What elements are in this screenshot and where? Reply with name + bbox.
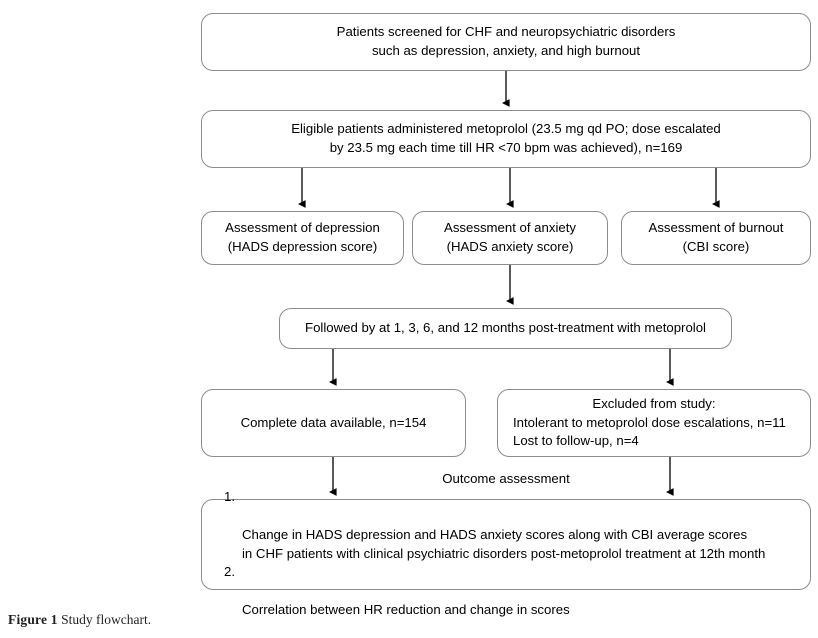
outcome-item-2-text: Correlation between HR reduction and cha… [242, 601, 570, 617]
figure-caption-label: Figure 1 [8, 612, 58, 627]
flow-node-followup-schedule: Followed by at 1, 3, 6, and 12 months po… [279, 308, 732, 349]
flow-node-outcome-assessment: Outcome assessment 1. Change in HADS dep… [201, 471, 811, 617]
flow-node-assessment-depression-label: Assessment of depression (HADS depressio… [225, 220, 380, 254]
outcome-item-1: 1. Change in HADS depression and HADS an… [224, 488, 800, 563]
outcome-title: Outcome assessment [442, 470, 570, 486]
outcome-item-1-text: Change in HADS depression and HADS anxie… [242, 526, 766, 561]
flow-node-assessment-burnout-label: Assessment of burnout (CBI score) [648, 220, 784, 254]
outcome-item-2-number: 2. [224, 564, 235, 580]
excluded-reason-intolerant: Intolerant to metoprolol dose escalation… [513, 414, 786, 430]
flow-node-complete-data-label: Complete data available, n=154 [240, 414, 427, 430]
excluded-reason-lost-followup: Lost to follow-up, n=4 [513, 433, 639, 449]
flow-node-eligible-patients: Eligible patients administered metoprolo… [201, 110, 811, 168]
excluded-title: Excluded from study: [592, 395, 716, 411]
flow-node-patients-screened: Patients screened for CHF and neuropsych… [201, 13, 811, 71]
excluded-body: Excluded from study: Intolerant to metop… [508, 395, 800, 451]
outcome-body: Outcome assessment 1. Change in HADS dep… [212, 470, 800, 620]
figure-caption-text: Study flowchart. [61, 612, 152, 627]
flow-node-patients-screened-label: Patients screened for CHF and neuropsych… [336, 24, 676, 58]
outcome-item-1-number: 1. [224, 489, 235, 505]
flow-node-followup-schedule-label: Followed by at 1, 3, 6, and 12 months po… [305, 320, 706, 336]
flow-node-complete-data: Complete data available, n=154 [201, 389, 466, 457]
flow-node-assessment-depression: Assessment of depression (HADS depressio… [201, 211, 404, 265]
flow-node-eligible-patients-label: Eligible patients administered metoprolo… [291, 121, 721, 155]
flow-node-assessment-anxiety: Assessment of anxiety (HADS anxiety scor… [412, 211, 608, 265]
flow-node-assessment-anxiety-label: Assessment of anxiety (HADS anxiety scor… [444, 220, 576, 254]
flow-node-assessment-burnout: Assessment of burnout (CBI score) [621, 211, 811, 265]
figure-caption: Figure 1 Study flowchart. [8, 612, 151, 628]
outcome-item-2: 2. Correlation between HR reduction and … [224, 563, 800, 619]
flow-node-excluded-from-study: Excluded from study: Intolerant to metop… [497, 389, 811, 457]
